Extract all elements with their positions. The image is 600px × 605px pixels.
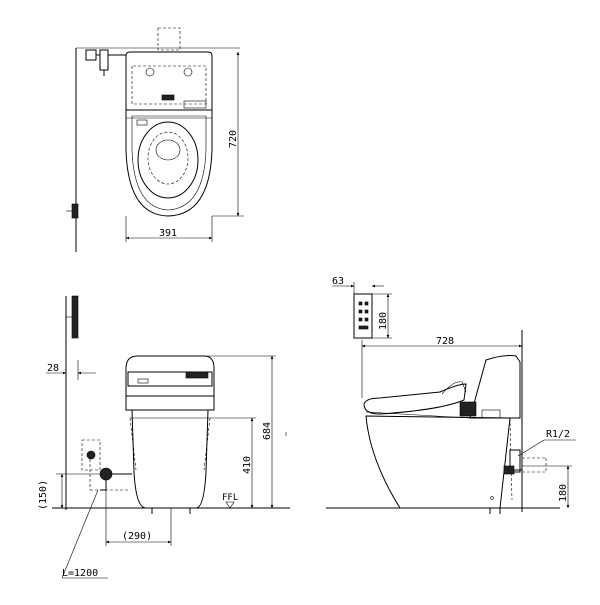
supply-box-hidden	[81, 439, 101, 471]
drain-pipe-hidden	[157, 27, 181, 51]
supply-valve-front-icon	[86, 450, 96, 460]
wall-gap-label: 28	[47, 363, 59, 374]
supply-pipe-icon	[503, 449, 547, 475]
width-label: 391	[159, 228, 177, 239]
pipe-height-label: 180	[558, 484, 569, 502]
tank-component	[459, 401, 477, 417]
wall-remote-front-icon	[71, 295, 79, 339]
bowl-body-side	[365, 415, 511, 509]
wall-remote-icon	[66, 203, 79, 219]
supply-height-label: (150)	[38, 480, 49, 510]
hose-length-label: L=1200	[62, 568, 98, 579]
stop-valve-icon	[99, 467, 113, 481]
height-label: 684	[262, 422, 273, 440]
display-panel	[185, 371, 209, 379]
control-panel	[183, 100, 207, 109]
floor-marker-icon	[225, 501, 235, 509]
side-view: 63 180 728	[326, 276, 576, 514]
seat-ring	[137, 121, 199, 199]
pipe-leader	[517, 439, 545, 457]
floor-label: FFL	[222, 493, 238, 503]
seat-lid-side	[363, 383, 467, 415]
hose-leader	[61, 489, 99, 579]
seat-height-label: 410	[242, 456, 253, 474]
bowl-outline	[125, 109, 213, 217]
bowl-body-front	[131, 409, 209, 509]
tank-side	[469, 355, 521, 419]
supply-valve-icon	[85, 49, 126, 76]
front-view: 28 (150) (290) L=1200	[38, 295, 290, 579]
tank-lid	[125, 51, 213, 111]
hose	[100, 480, 107, 491]
remote-control-icon	[353, 293, 373, 339]
logo-mark	[161, 94, 175, 101]
remote-offset-label: 63	[332, 276, 344, 287]
top-view: 391 720	[66, 27, 244, 252]
length-label: 728	[436, 336, 454, 347]
supply-offset-label: (290)	[122, 531, 152, 542]
depth-label: 720	[228, 130, 239, 148]
remote-height-label: 180	[378, 312, 389, 330]
pipe-size-label: R1/2	[546, 429, 570, 440]
